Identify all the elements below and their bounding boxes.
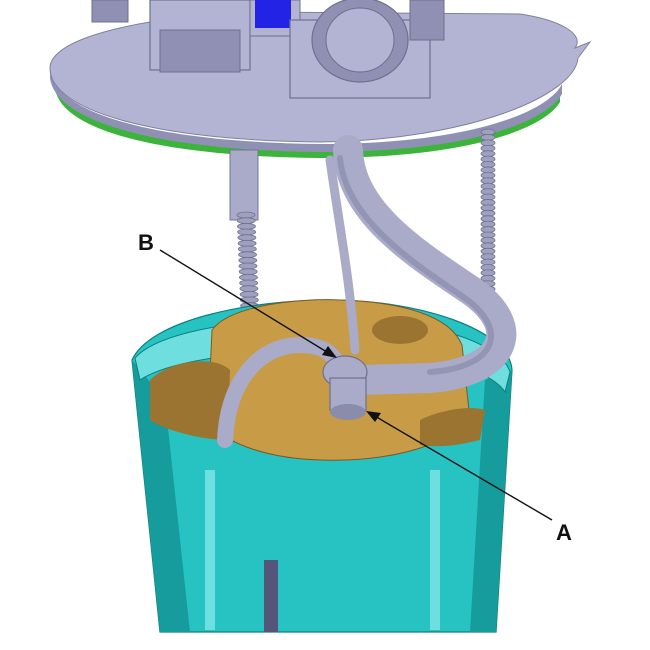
spring-coil (239, 290, 259, 298)
arrowhead-b (322, 346, 337, 358)
spring-coil (238, 262, 258, 270)
spring-coil (238, 268, 258, 276)
spring-coil (237, 239, 257, 247)
reservoir-shadow-right (470, 370, 512, 632)
connector-tab (91, 0, 129, 23)
filter-cap-flange (150, 361, 230, 440)
spring-coil (237, 245, 257, 253)
callout-label-b: B (138, 230, 154, 255)
return-line (325, 155, 360, 355)
connector-body-left-front (159, 29, 241, 73)
arrowhead-a (366, 411, 381, 422)
spring-coil (238, 256, 258, 264)
callout-b: B (138, 230, 337, 358)
reservoir-shadow-left (132, 360, 190, 632)
main-fuel-hose (333, 135, 517, 395)
spring-coil (239, 279, 259, 287)
spring-coil (236, 211, 256, 219)
leader-line-a (367, 411, 553, 521)
callout-a: A (366, 411, 572, 545)
spring-coil (236, 217, 256, 225)
quick-connector (322, 355, 368, 420)
outlet-clip (409, 0, 445, 41)
callout-label-a: A (556, 520, 572, 545)
spring-coil (239, 273, 258, 281)
filter-cap-boss (372, 316, 428, 344)
spring-coil (237, 222, 256, 230)
fuel-outlet-fitting (289, 0, 445, 99)
left-rod-sleeve (229, 149, 259, 221)
outlet-pipe-inner (325, 7, 395, 73)
spring-coil (239, 285, 259, 293)
main-fuel-hose-shade (337, 155, 495, 375)
right-spring (480, 128, 496, 304)
reservoir-rib-1 (205, 470, 215, 630)
reservoir-rib-2 (430, 470, 440, 630)
reservoir-slot (264, 560, 278, 632)
leader-line-b (159, 249, 336, 358)
connector-fitting-a-base (330, 404, 366, 420)
flange-plate (49, 0, 592, 158)
filter-cap-flange-right (420, 408, 485, 447)
right-guide-rod (480, 128, 496, 304)
spring-coil (237, 234, 257, 242)
spring-coil (238, 251, 257, 259)
spring-coil (237, 228, 257, 236)
connector-blue-terminal (255, 0, 291, 28)
